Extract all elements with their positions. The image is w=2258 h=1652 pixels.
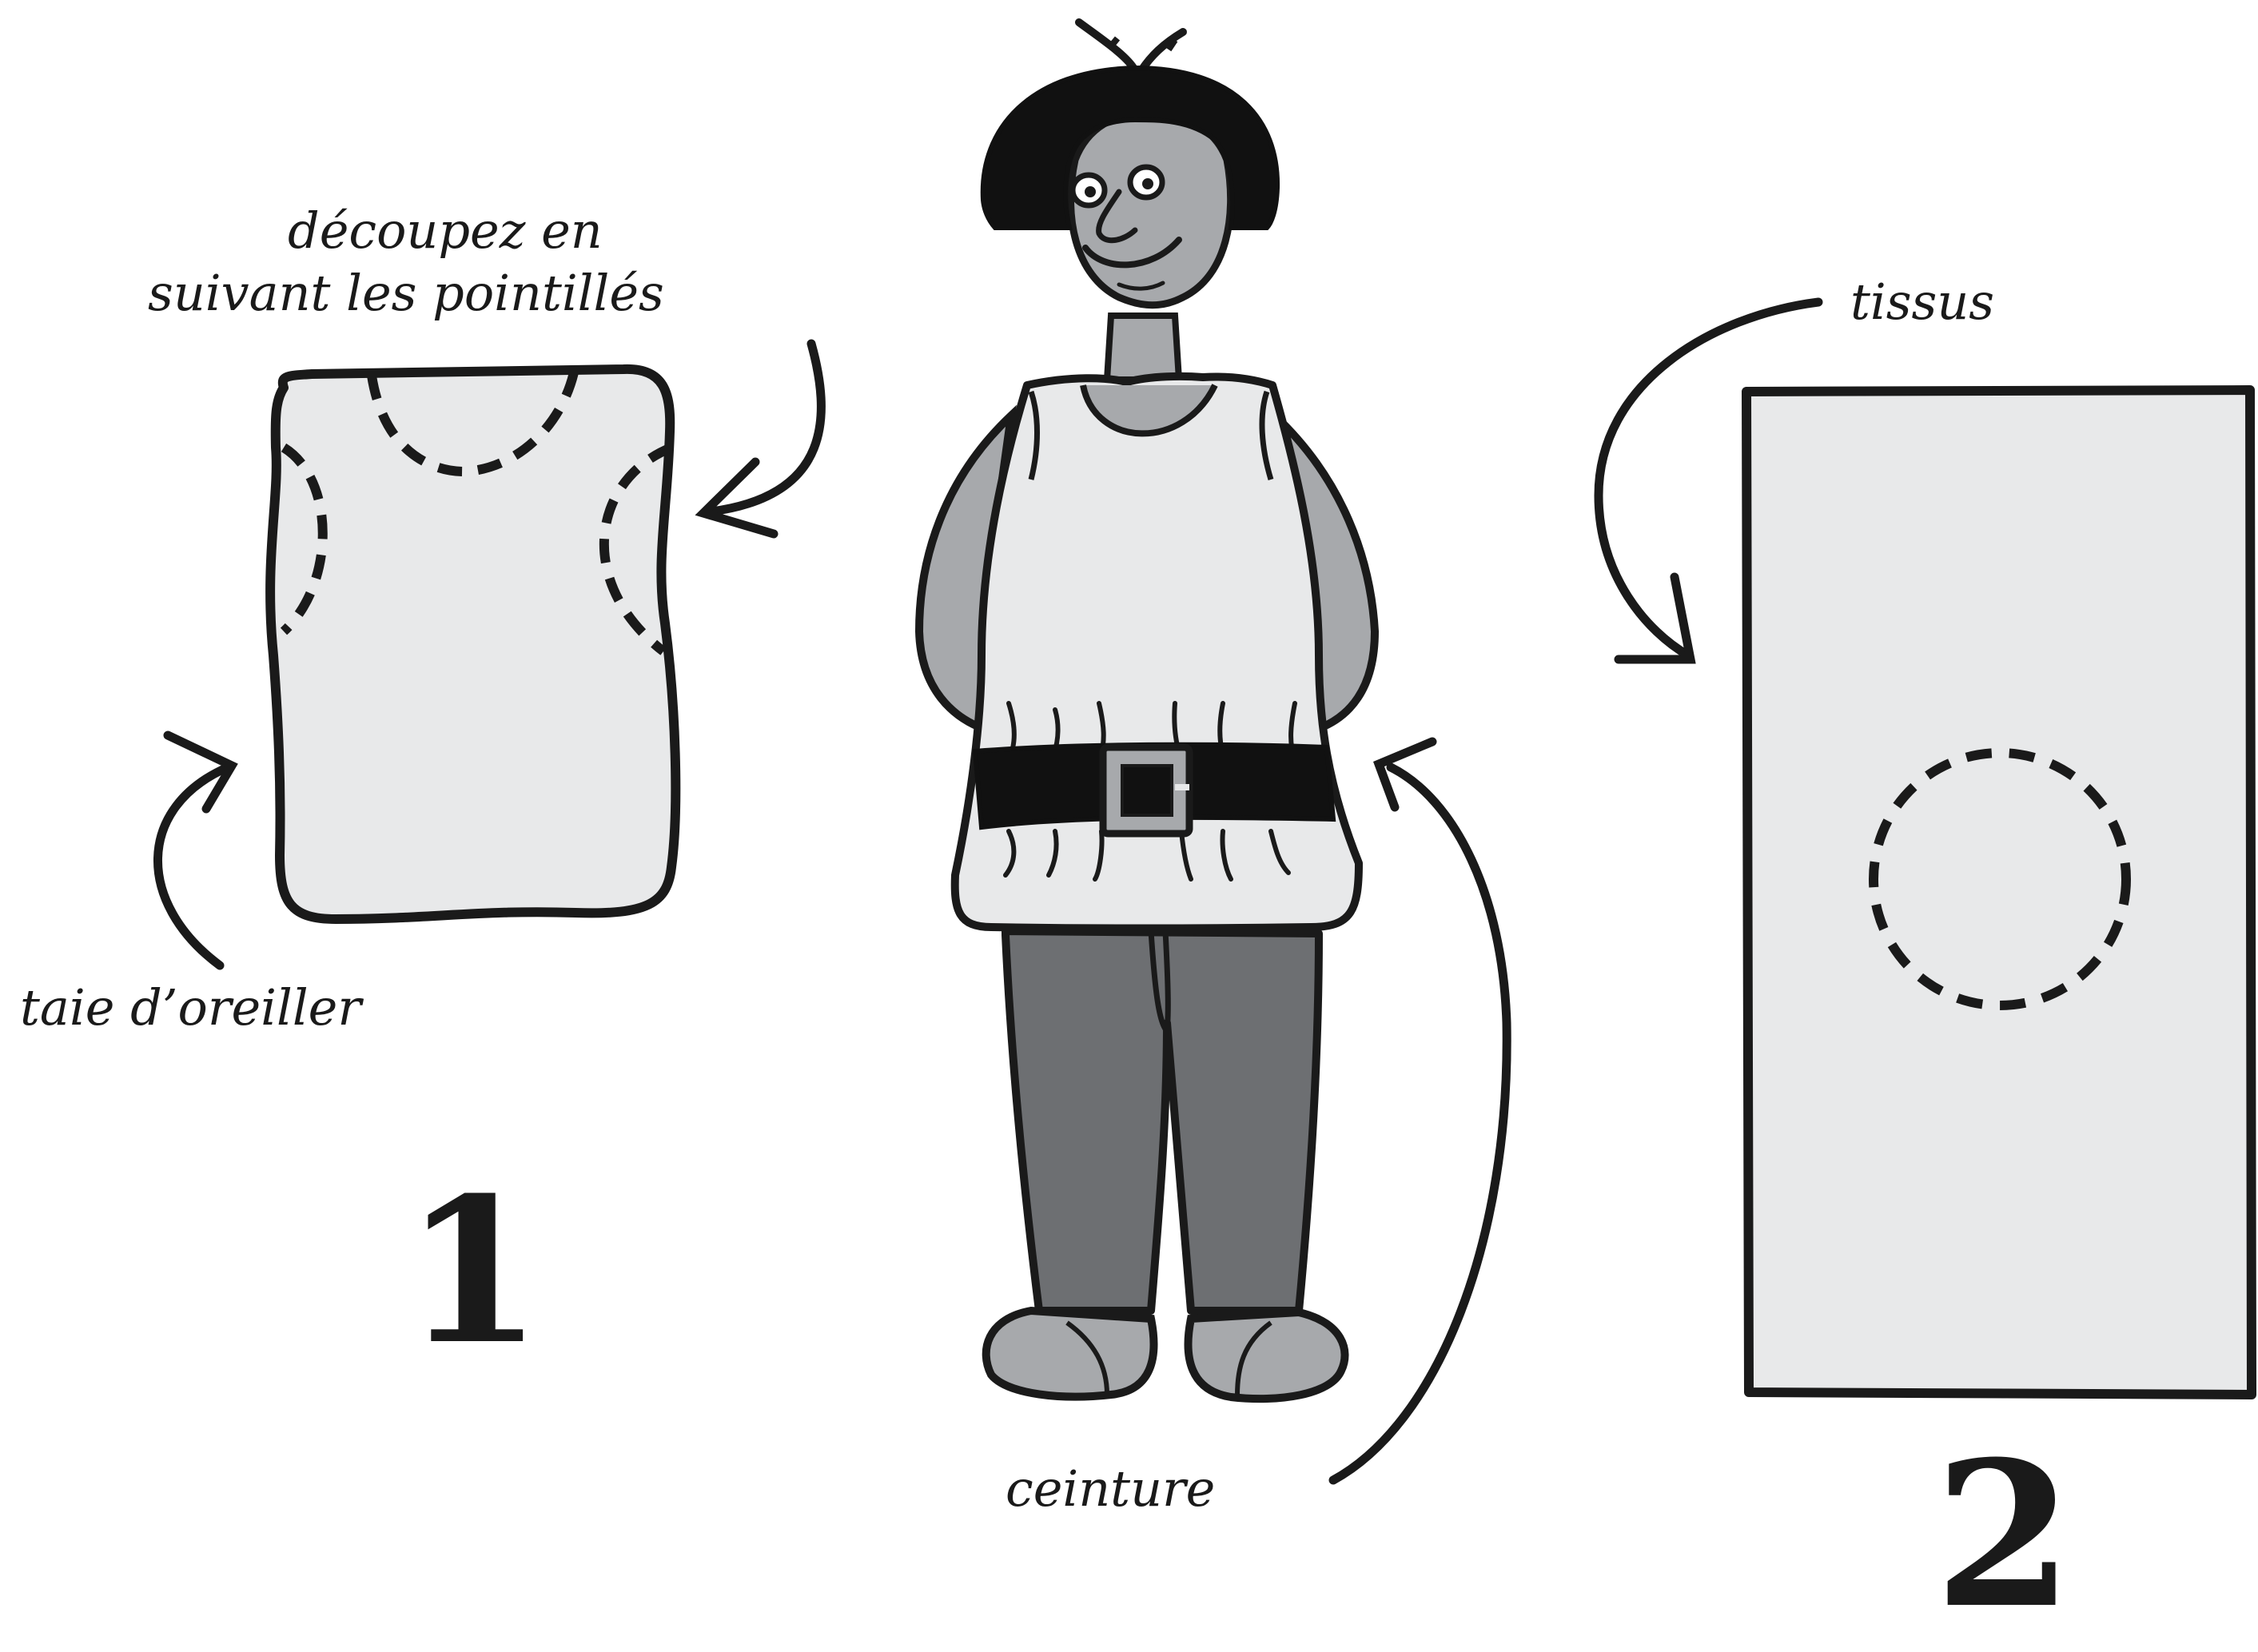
- belt-label: ceinture: [1006, 1464, 1215, 1514]
- fabric-rectangle: [1746, 390, 2252, 1395]
- belt-arrow: [1333, 742, 1507, 1480]
- step-number-2: 2: [1934, 1435, 2073, 1634]
- cut-instruction-line-1: découpez en: [288, 206, 603, 256]
- pillowcase-shape: [270, 369, 675, 919]
- pillowcase-arrow: [157, 735, 232, 965]
- cut-arrow: [703, 344, 821, 534]
- diagram-canvas: découpez en suivant les pointillés taie …: [0, 0, 2258, 1594]
- step-number-1: 1: [404, 1171, 543, 1371]
- figure-character: [919, 22, 1375, 1399]
- cut-instruction-line-2: suivant les pointillés: [148, 269, 664, 318]
- pillowcase-label: taie d’oreiller: [20, 983, 361, 1033]
- fabric-label: tissus: [1850, 277, 1994, 327]
